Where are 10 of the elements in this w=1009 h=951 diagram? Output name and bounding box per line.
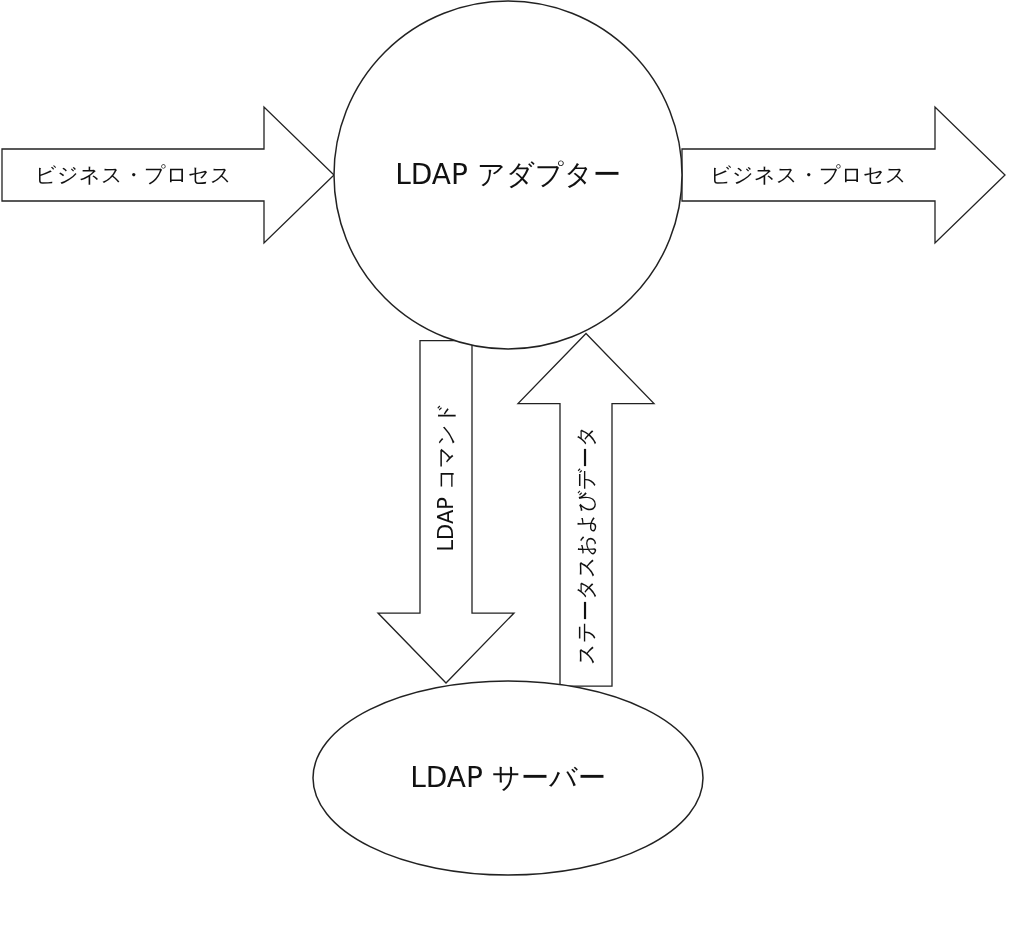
arrow-label: LDAP コマンド xyxy=(435,402,457,552)
arrow-label: ビジネス・プロセス xyxy=(710,164,907,186)
block-arrow xyxy=(681,105,1006,245)
node-label: LDAP サーバー xyxy=(409,760,607,796)
block-arrow xyxy=(516,332,656,687)
node-label: LDAP アダプター xyxy=(394,157,622,193)
block-arrow xyxy=(376,339,516,684)
arrow-label: ステータスおよびデータ xyxy=(575,424,597,665)
block-arrow xyxy=(1,105,335,245)
arrow-label: ビジネス・プロセス xyxy=(34,164,232,186)
